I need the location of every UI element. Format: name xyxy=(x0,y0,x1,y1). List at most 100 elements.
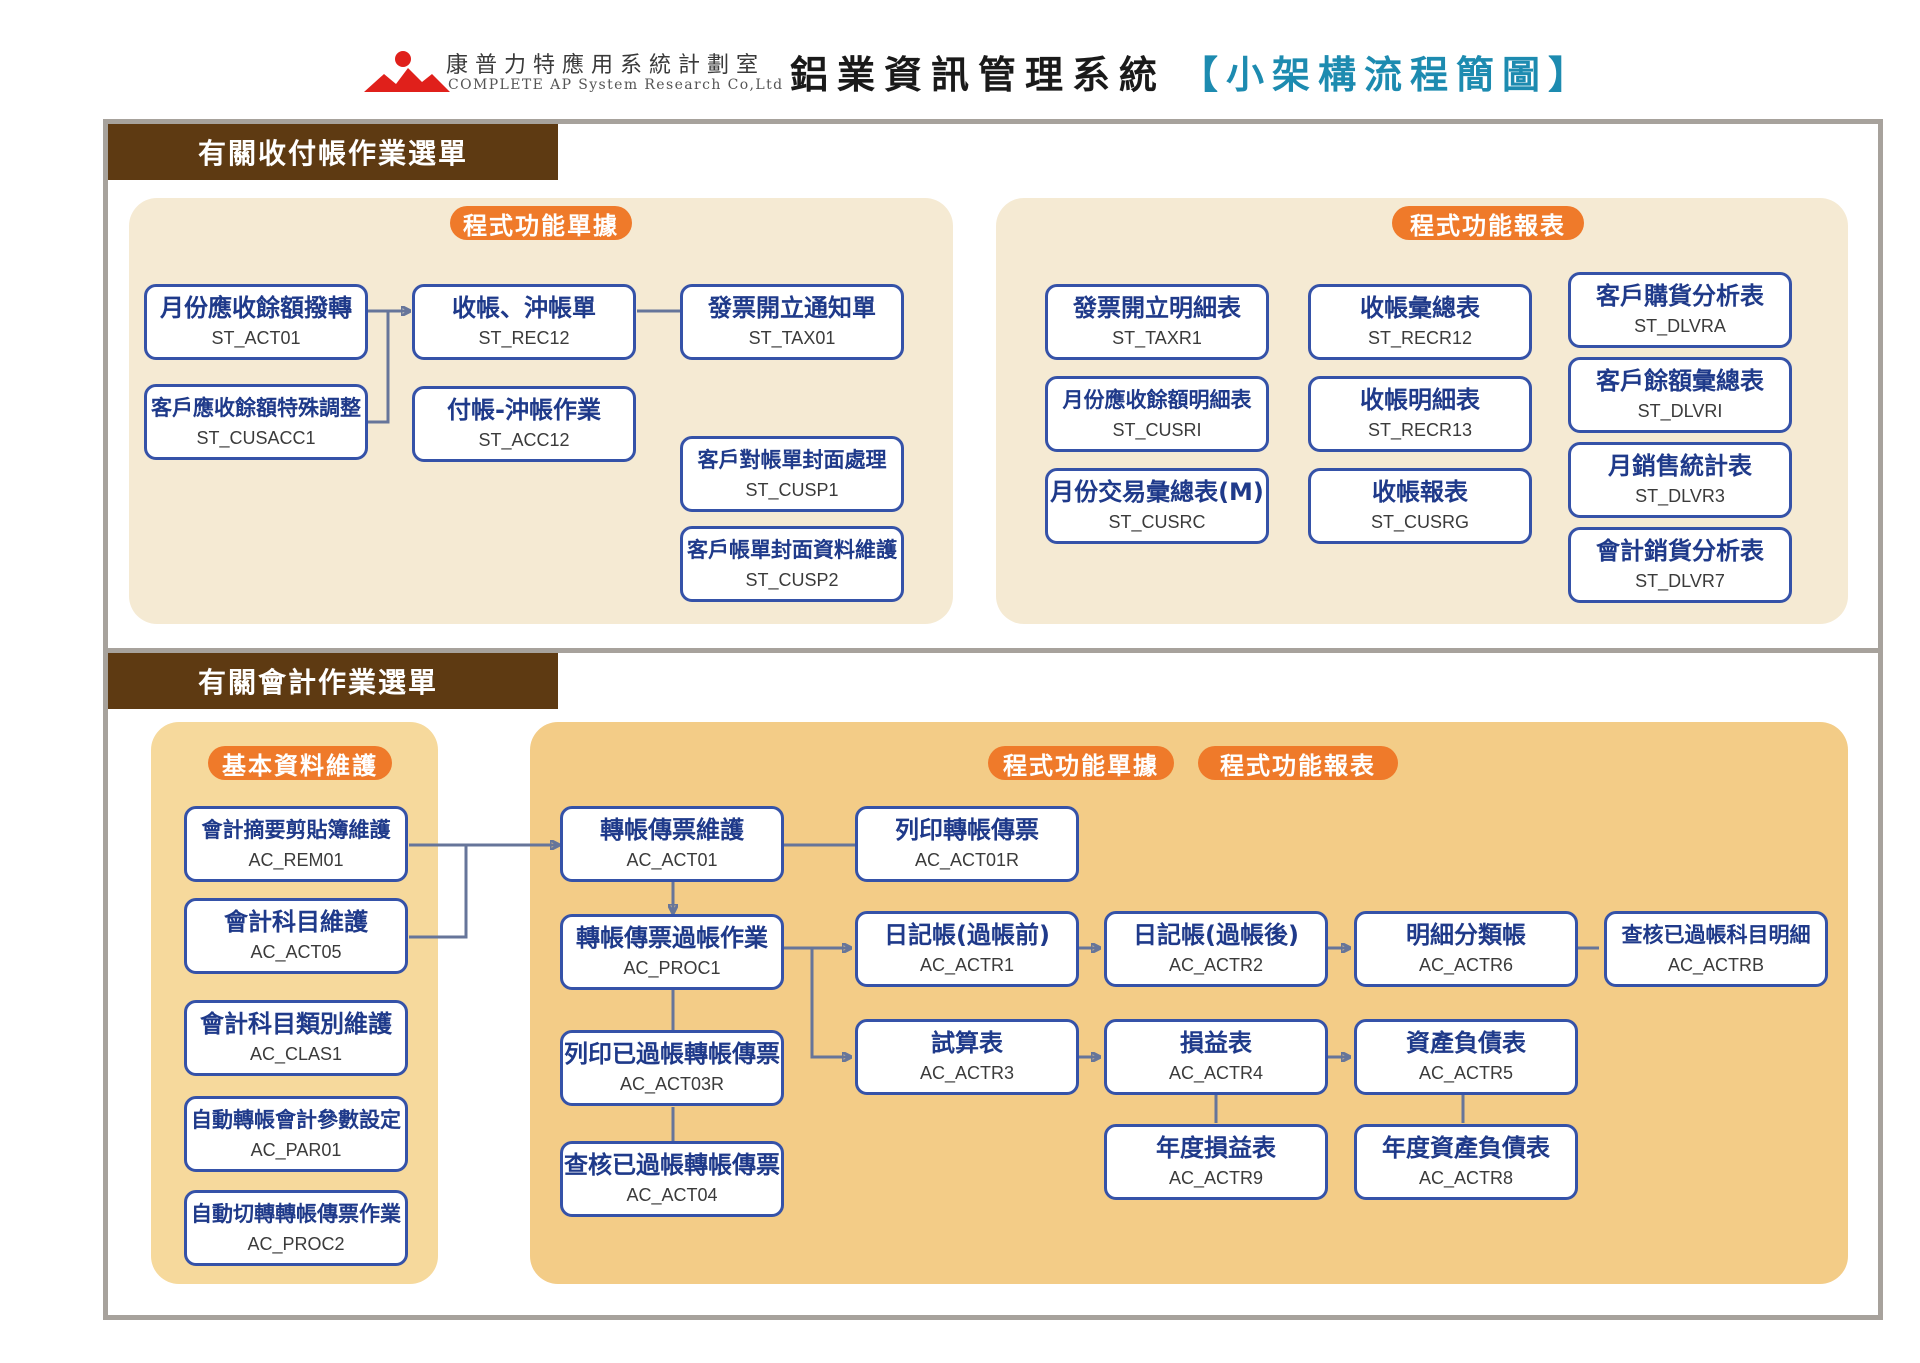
node-st-acc12[interactable]: 付帳-沖帳作業 ST_ACC12 xyxy=(412,386,636,462)
node-st-recr13[interactable]: 收帳明細表 ST_RECR13 xyxy=(1308,376,1532,452)
node-ac-actr6[interactable]: 明細分類帳 AC_ACTR6 xyxy=(1354,911,1578,987)
node-code: ST_DLVRA xyxy=(1634,316,1726,336)
node-code: AC_ACTR4 xyxy=(1168,1063,1264,1083)
node-title: 收帳明細表 xyxy=(1360,386,1480,414)
node-st-cusp2[interactable]: 客戶帳單封面資料維護 ST_CUSP2 xyxy=(680,526,904,602)
node-code: ST_CUSACC1 xyxy=(196,428,316,448)
node-title: 年度損益表 xyxy=(1156,1134,1276,1162)
node-ac-actr4[interactable]: 損益表 AC_ACTR4 xyxy=(1104,1019,1328,1095)
node-ac-actr1[interactable]: 日記帳(過帳前) AC_ACTR1 xyxy=(855,911,1079,987)
node-code: AC_ACTR2 xyxy=(1168,955,1264,975)
node-st-act01[interactable]: 月份應收餘額撥轉 ST_ACT01 xyxy=(144,284,368,360)
node-ac-proc1[interactable]: 轉帳傳票過帳作業 AC_PROC1 xyxy=(560,914,784,990)
section-label-receivables: 有關收付帳作業選單 xyxy=(108,124,558,180)
node-title: 日記帳(過帳後) xyxy=(1133,921,1299,949)
node-title: 明細分類帳 xyxy=(1406,921,1526,949)
node-title: 月份交易彙總表(M) xyxy=(1050,478,1264,506)
node-st-cusrg[interactable]: 收帳報表 ST_CUSRG xyxy=(1308,468,1532,544)
node-ac-actr5[interactable]: 資產負債表 AC_ACTR5 xyxy=(1354,1019,1578,1095)
node-title: 列印已過帳轉帳傳票 xyxy=(564,1040,780,1068)
company-name-cn: 康普力特應用系統計劃室 xyxy=(446,53,766,78)
node-ac-actr3[interactable]: 試算表 AC_ACTR3 xyxy=(855,1019,1079,1095)
node-ac-actr9[interactable]: 年度損益表 AC_ACTR9 xyxy=(1104,1124,1328,1200)
node-st-dlvri[interactable]: 客戶餘額彙總表 ST_DLVRI xyxy=(1568,357,1792,433)
pill-receivables-docs: 程式功能單據 xyxy=(450,206,632,240)
node-title: 會計科目維護 xyxy=(224,908,368,936)
node-code: AC_ACTR1 xyxy=(919,955,1015,975)
node-ac-actrb[interactable]: 查核已過帳科目明細 AC_ACTRB xyxy=(1604,911,1828,987)
node-code: ST_TAX01 xyxy=(748,328,836,348)
node-st-cusri[interactable]: 月份應收餘額明細表 ST_CUSRI xyxy=(1045,376,1269,452)
node-ac-act01[interactable]: 轉帳傳票維護 AC_ACT01 xyxy=(560,806,784,882)
node-title: 發票開立通知單 xyxy=(708,294,876,322)
node-code: AC_ACTR5 xyxy=(1418,1063,1514,1083)
node-title: 月份應收餘額撥轉 xyxy=(160,294,352,322)
node-title: 轉帳傳票維護 xyxy=(600,816,744,844)
node-title: 會計摘要剪貼簿維護 xyxy=(201,818,391,842)
node-code: AC_ACT05 xyxy=(250,942,342,962)
node-ac-rem01[interactable]: 會計摘要剪貼簿維護 AC_REM01 xyxy=(184,806,408,882)
node-st-cusacc1[interactable]: 客戶應收餘額特殊調整 ST_CUSACC1 xyxy=(144,384,368,460)
company-name-en: COMPLETE AP System Research Co,Ltd xyxy=(448,77,784,93)
node-code: AC_ACTR6 xyxy=(1418,955,1514,975)
node-st-dlvr7[interactable]: 會計銷貨分析表 ST_DLVR7 xyxy=(1568,527,1792,603)
node-code: ST_DLVR3 xyxy=(1635,486,1725,506)
node-code: AC_ACT04 xyxy=(626,1185,718,1205)
node-code: AC_ACT03R xyxy=(619,1074,725,1094)
node-title: 收帳報表 xyxy=(1372,478,1468,506)
node-code: AC_ACT01R xyxy=(914,850,1020,870)
node-st-recr12[interactable]: 收帳彙總表 ST_RECR12 xyxy=(1308,284,1532,360)
node-code: ST_CUSP2 xyxy=(745,570,839,590)
pill-accounting-docs: 程式功能單據 xyxy=(988,746,1174,780)
node-ac-actr2[interactable]: 日記帳(過帳後) AC_ACTR2 xyxy=(1104,911,1328,987)
system-title: 鋁業資訊管理系統 xyxy=(790,53,1167,97)
node-st-dlvr3[interactable]: 月銷售統計表 ST_DLVR3 xyxy=(1568,442,1792,518)
node-title: 自動切轉轉帳傳票作業 xyxy=(191,1202,401,1226)
company-logo-icon xyxy=(364,68,450,92)
logo-sun-icon xyxy=(395,51,411,67)
node-ac-par01[interactable]: 自動轉帳會計參數設定 AC_PAR01 xyxy=(184,1096,408,1172)
node-title: 客戶購貨分析表 xyxy=(1596,282,1764,310)
node-st-cusrc[interactable]: 月份交易彙總表(M) ST_CUSRC xyxy=(1045,468,1269,544)
node-title: 客戶帳單封面資料維護 xyxy=(687,538,897,562)
node-st-rec12[interactable]: 收帳、沖帳單 ST_REC12 xyxy=(412,284,636,360)
node-title: 月份應收餘額明細表 xyxy=(1062,388,1252,412)
pill-basic-data: 基本資料維護 xyxy=(208,746,392,780)
node-code: AC_ACTRB xyxy=(1667,955,1765,975)
node-st-cusp1[interactable]: 客戶對帳單封面處理 ST_CUSP1 xyxy=(680,436,904,512)
node-code: ST_REC12 xyxy=(478,328,570,348)
node-code: ST_CUSP1 xyxy=(745,480,839,500)
node-ac-act05[interactable]: 會計科目維護 AC_ACT05 xyxy=(184,898,408,974)
node-title: 月銷售統計表 xyxy=(1608,452,1752,480)
node-ac-act01r[interactable]: 列印轉帳傳票 AC_ACT01R xyxy=(855,806,1079,882)
node-ac-proc2[interactable]: 自動切轉轉帳傳票作業 AC_PROC2 xyxy=(184,1190,408,1266)
node-code: ST_ACT01 xyxy=(211,328,301,348)
node-title: 會計科目類別維護 xyxy=(200,1010,392,1038)
node-code: ST_TAXR1 xyxy=(1112,328,1202,348)
node-code: ST_RECR13 xyxy=(1367,420,1473,440)
node-ac-act04[interactable]: 查核已過帳轉帳傳票 AC_ACT04 xyxy=(560,1141,784,1217)
section-label-accounting: 有關會計作業選單 xyxy=(108,653,558,709)
node-title: 自動轉帳會計參數設定 xyxy=(191,1108,401,1132)
node-title: 資產負債表 xyxy=(1406,1029,1526,1057)
node-ac-act03r[interactable]: 列印已過帳轉帳傳票 AC_ACT03R xyxy=(560,1030,784,1106)
node-title: 列印轉帳傳票 xyxy=(895,816,1039,844)
pill-receivables-reports: 程式功能報表 xyxy=(1392,206,1584,240)
node-code: ST_ACC12 xyxy=(478,430,570,450)
node-st-taxr1[interactable]: 發票開立明細表 ST_TAXR1 xyxy=(1045,284,1269,360)
node-code: ST_DLVRI xyxy=(1637,401,1723,421)
node-code: ST_DLVR7 xyxy=(1635,571,1725,591)
node-title: 會計銷貨分析表 xyxy=(1596,537,1764,565)
node-code: AC_ACTR9 xyxy=(1168,1168,1264,1188)
node-st-dlvra[interactable]: 客戶購貨分析表 ST_DLVRA xyxy=(1568,272,1792,348)
node-title: 試算表 xyxy=(931,1029,1003,1057)
node-st-tax01[interactable]: 發票開立通知單 ST_TAX01 xyxy=(680,284,904,360)
node-code: AC_ACTR3 xyxy=(919,1063,1015,1083)
node-ac-actr8[interactable]: 年度資產負債表 AC_ACTR8 xyxy=(1354,1124,1578,1200)
node-ac-clas1[interactable]: 會計科目類別維護 AC_CLAS1 xyxy=(184,1000,408,1076)
node-title: 客戶應收餘額特殊調整 xyxy=(151,396,361,420)
pill-accounting-reports: 程式功能報表 xyxy=(1198,746,1398,780)
node-title: 收帳、沖帳單 xyxy=(452,294,596,322)
node-code: AC_PAR01 xyxy=(250,1140,342,1160)
node-title: 日記帳(過帳前) xyxy=(884,921,1050,949)
